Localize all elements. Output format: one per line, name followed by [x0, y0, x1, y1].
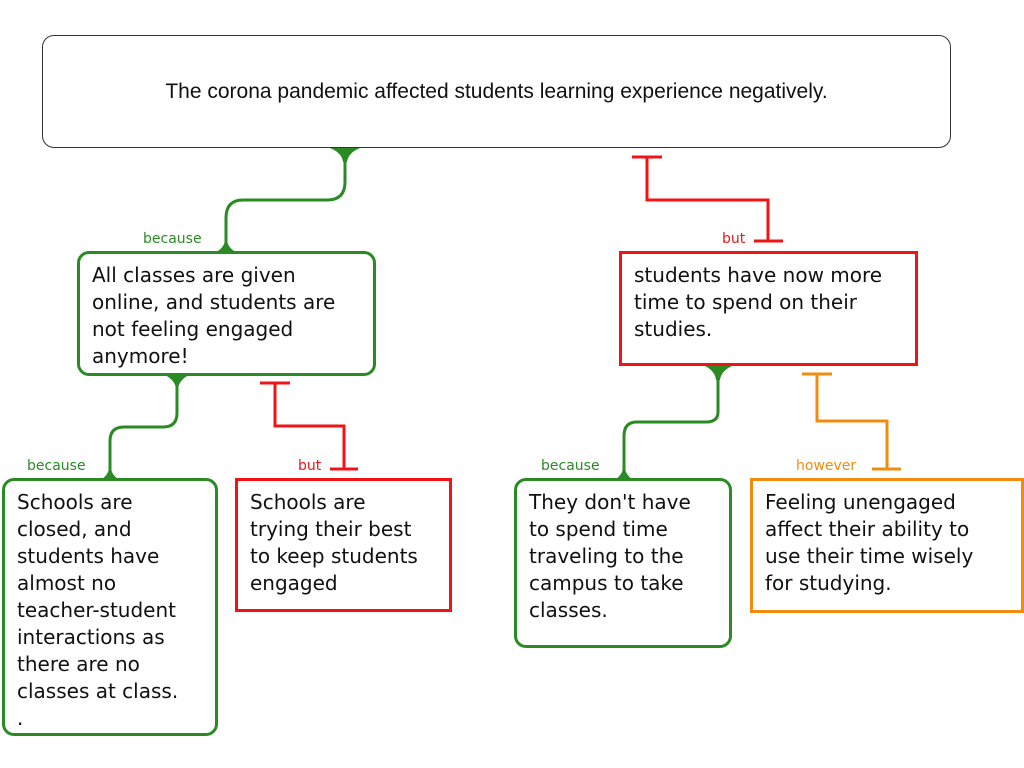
rebuttal-node-text: Feeling unengaged affect their ability t…	[765, 490, 974, 595]
relation-label-because: because	[143, 231, 202, 247]
objection-node-text: Schools are trying their best to keep st…	[250, 490, 418, 595]
root-claim-text: The corona pandemic affected students le…	[165, 79, 828, 103]
relation-label-because: because	[27, 458, 86, 474]
rebuttal-node-b2[interactable]: Feeling unengaged affect their ability t…	[750, 478, 1024, 613]
objection-node-a2[interactable]: Schools are trying their best to keep st…	[235, 478, 452, 612]
objection-node-b[interactable]: students have now more time to spend on …	[619, 251, 918, 366]
support-node-text: All classes are given online, and studen…	[92, 263, 336, 368]
connector-but-root-b	[632, 155, 783, 243]
connector-because-a-a1	[108, 376, 179, 478]
support-node-text: Schools are closed, and students have al…	[17, 490, 179, 730]
relation-label-but: but	[298, 458, 322, 474]
objection-node-text: students have now more time to spend on …	[634, 263, 883, 341]
support-node-a[interactable]: All classes are given online, and studen…	[77, 251, 376, 376]
support-node-b1[interactable]: They don't have to spend time traveling …	[514, 478, 732, 648]
root-claim[interactable]: The corona pandemic affected students le…	[42, 35, 951, 148]
support-arrowhead-a	[165, 375, 189, 389]
connector-but-a-a2	[260, 381, 358, 471]
connector-however-b-b2	[802, 372, 901, 471]
relation-label-however: however	[796, 458, 857, 474]
connector-because-b-b1	[622, 366, 720, 478]
relation-label-because: because	[541, 458, 600, 474]
support-node-text: They don't have to spend time traveling …	[529, 490, 691, 622]
support-node-a1[interactable]: Schools are closed, and students have al…	[2, 478, 218, 736]
support-arrowhead-root	[330, 148, 360, 162]
support-arrowhead-b	[705, 366, 732, 380]
connector-because-root-a	[224, 150, 347, 250]
relation-label-but: but	[722, 231, 746, 247]
